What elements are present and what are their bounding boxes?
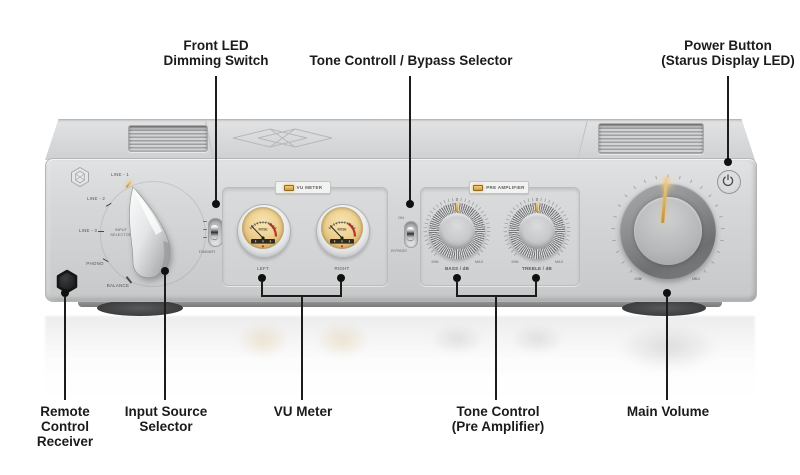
callout-label-remote: Remote Control Receiver [36,404,94,449]
volume-knob-center[interactable] [634,197,702,265]
callout-line-tone [495,295,497,400]
knob-reflection [510,324,564,354]
vu-meter-badge-label: VU METER [296,185,323,190]
callout-bracket-tone [535,281,537,297]
callout-line-bypass [409,76,411,202]
selector-position-label: LINE - 1 [110,172,130,177]
preamp-badge-label: PRE AMPLIFIER [486,185,525,190]
volume-reflection [618,324,718,372]
input-selector-lever[interactable] [112,183,192,283]
vu-meter-left-screw[interactable] [260,249,266,255]
preamp-badge: PRE AMPLIFIER [469,181,529,194]
callout-label-volume: Main Volume [626,404,710,419]
vu-meter-right-screw[interactable] [339,249,345,255]
chassis-bottom-shadow [78,298,722,307]
meter-reflection [237,322,289,358]
right-vent-grille [598,123,704,154]
top-engraved-diamond-pattern [232,128,333,148]
amber-led-icon [473,184,484,191]
surface-reflection [45,316,755,396]
treble-knob-center[interactable] [519,213,555,249]
callout-bracket-vu [261,281,263,297]
callout-dot-treble [532,274,540,282]
treble-max-label: MAX [554,260,564,264]
callout-label-bypass: Tone Controll / Bypass Selector [309,53,513,68]
selector-position-label: BALANCE [106,283,130,288]
callout-dot-bass [453,274,461,282]
amp-foot-left [97,300,183,316]
meter-brand-text: ROSE [258,228,267,232]
dimmer-label: DIMMER [198,249,216,254]
callout-dot-volume [663,289,671,297]
callout-dot-power [724,158,732,166]
dimmer-scale-tick [203,229,207,231]
callout-bracket-vu [340,281,342,297]
treble-knob-indicator [536,203,538,212]
bypass-on-label: ON [398,215,404,220]
bass-knob-tick-ring: 0 [423,197,491,256]
callout-label-power: Power Button (Starus Display LED) [661,38,795,68]
bass-zero-label: 0 [456,197,459,202]
dimmer-switch[interactable] [208,218,223,247]
callout-line-dimming [215,76,217,202]
input-selector-recess [100,181,206,287]
treble-min-label: MIN [511,260,519,264]
dimmer-scale-tick [203,221,207,223]
treble-caption: TREBLE / dB [522,266,552,271]
amp-foot-right [622,300,706,316]
selector-position-label: PHONO [86,261,104,266]
treble-knob-tick-ring: 0 [503,197,571,256]
bass-min-label: MIN [431,260,439,264]
callout-line-remote [64,296,66,400]
rose-emblem-icon [71,166,89,188]
bass-max-label: MAX [474,260,484,264]
callout-dot-dimming [212,200,220,208]
left-vent-grille [128,125,208,152]
selector-center-label: INPUT [115,227,127,232]
meter-brand-text: ROSE [337,228,346,232]
callout-line-input-selector [164,274,166,400]
callout-dot-vu-right [337,274,345,282]
vu-meter-left-face: ROSE [242,207,284,249]
vu-meter-right-label: RIGHT [334,266,350,271]
vu-meter-badge: VU METER [275,181,331,194]
meter-reflection [316,322,368,358]
callout-line-power [727,76,729,160]
selector-tick [98,231,104,233]
dimmer-scale-tick [203,237,207,239]
amber-led-icon [283,184,294,191]
callout-dot-remote [61,289,69,297]
callout-label-tone: Tone Control (Pre Amplifier) [451,404,545,434]
callout-line-vu [301,295,303,400]
selector-center-label: SELECTOR [110,232,132,237]
bypass-label: BYPASS [391,248,407,253]
bypass-switch-knob[interactable] [407,227,414,240]
power-button[interactable] [717,170,741,194]
vu-meter-right-face: ROSE [321,207,363,249]
callout-bracket-tone [456,281,458,297]
bass-knob-center[interactable] [439,213,475,249]
volume-min-label: MIN [634,277,642,281]
bass-knob-indicator [456,203,458,212]
knob-reflection [430,324,484,354]
vu-meter-left-label: LEFT [257,266,269,271]
volume-max-label: MAX [691,277,701,281]
volume-tick-ring [611,174,725,281]
callout-label-vu: VU Meter [273,404,333,419]
bypass-switch[interactable] [404,221,418,248]
callout-label-dimming: Front LED Dimming Switch [163,38,269,68]
callout-line-volume [666,296,668,400]
callout-label-input-selector: Input Source Selector [124,404,208,434]
selector-position-label: LINE - 2 [86,196,106,201]
bass-caption: BASS / dB [444,266,470,271]
callout-dot-vu-left [258,274,266,282]
callout-dot-input-selector [161,267,169,275]
treble-zero-label: 0 [536,197,539,202]
selector-position-label: LINE - 3 [78,228,98,233]
power-standby-icon [722,173,733,186]
dimmer-switch-knob[interactable] [211,225,218,239]
callout-dot-bypass [406,200,414,208]
